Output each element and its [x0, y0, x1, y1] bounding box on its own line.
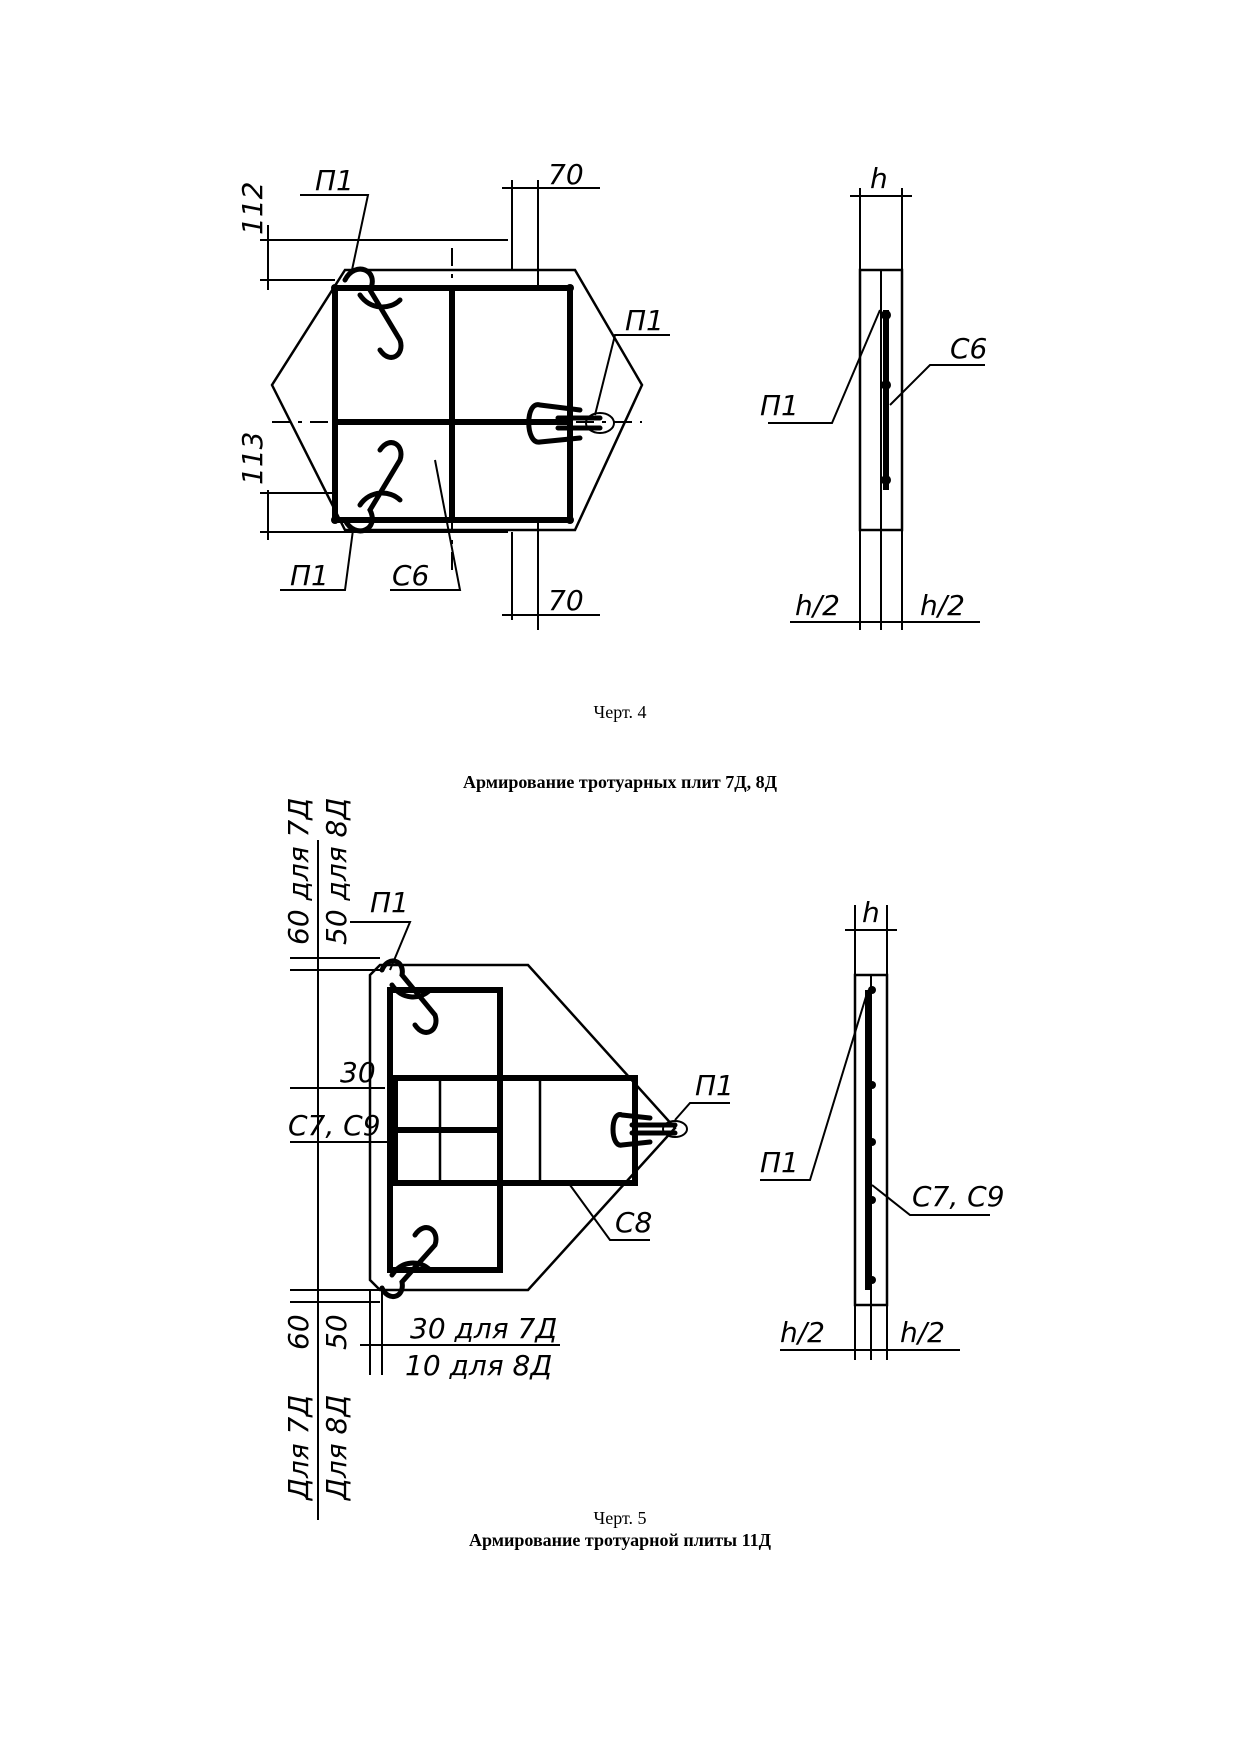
- label-dim-50: 50: [320, 1314, 353, 1350]
- label-section-h2-left: h/2: [795, 589, 840, 622]
- rebar-dot: [868, 1276, 876, 1284]
- leader-p1-right: [594, 334, 670, 416]
- label-dim-113: 113: [236, 432, 269, 485]
- fig5-section-drawing: h П1 С7, С9 h/2 h/2: [760, 896, 1005, 1360]
- loop-p1-bottom: [342, 440, 404, 534]
- label-for-7d: Для 7Д: [282, 1395, 315, 1502]
- label-section-p1: П1: [760, 1146, 799, 1179]
- loop-p1-top: [379, 958, 439, 1035]
- rebar-dot: [868, 1196, 876, 1204]
- node-dot: [566, 284, 574, 292]
- label-section-c6: С6: [950, 332, 987, 365]
- label-section-h2-right: h/2: [900, 1316, 945, 1349]
- leader-p1-bottom: [280, 529, 354, 591]
- caption-fig5: Черт. 5: [593, 1508, 647, 1528]
- leader-section-c6: [889, 364, 985, 406]
- rebar-dot: [881, 310, 891, 320]
- loop-p1-right-end: [585, 412, 615, 434]
- fig5-plan-drawing: 60 для 7Д 50 для 8Д П1 30 С7, С9 П1 С8 6…: [282, 798, 734, 1520]
- loop-p1-right: [526, 402, 603, 445]
- rebar-dot: [868, 986, 876, 994]
- fig4-plan-drawing: П1 П1 П1 С6 112 113 70 70: [236, 158, 670, 630]
- label-dim-70-bottom: 70: [548, 584, 584, 617]
- leader-p1-top: [300, 194, 370, 271]
- label-p1-top: П1: [370, 886, 409, 919]
- loop-p1-bottom: [379, 1225, 439, 1299]
- leader-section-p1: [760, 989, 869, 1181]
- label-section-h: h: [870, 162, 888, 195]
- leader-section-c7c9: [871, 1184, 990, 1216]
- loop-p1-top: [342, 266, 404, 360]
- label-c6: С6: [392, 559, 429, 592]
- loop-p1-right-end: [662, 1120, 688, 1138]
- label-dim-30-7d: 30 для 7Д: [410, 1312, 557, 1345]
- label-p1-right: П1: [695, 1069, 734, 1102]
- leader-c6: [390, 459, 462, 591]
- label-dim-60: 60: [282, 1314, 315, 1350]
- label-dim-112: 112: [236, 182, 269, 235]
- slab-outline: [368, 963, 677, 1292]
- node-dot: [566, 516, 574, 524]
- label-for-8d: Для 8Д: [320, 1395, 353, 1502]
- title-7d-8d: Армирование тротуарных плит 7Д, 8Д: [463, 772, 777, 792]
- leader-section-p1: [768, 309, 881, 424]
- leader-p1-right: [674, 1102, 730, 1121]
- label-dim-10-8d: 10 для 8Д: [405, 1349, 552, 1382]
- leader-p1-top: [350, 921, 412, 971]
- label-section-h: h: [862, 896, 880, 929]
- label-p1-top: П1: [315, 164, 354, 197]
- rebar-dot: [881, 475, 891, 485]
- slab-outline: [270, 268, 644, 532]
- label-c7c9: С7, С9: [288, 1109, 381, 1142]
- caption-fig4: Черт. 4: [593, 702, 647, 722]
- label-dim-50-8d: 50 для 8Д: [320, 798, 353, 945]
- rebar-dot: [881, 380, 891, 390]
- label-section-h2-left: h/2: [780, 1316, 825, 1349]
- node-dot: [331, 284, 339, 292]
- loop-p1-right: [610, 1112, 678, 1148]
- rebar-dot: [868, 1081, 876, 1089]
- label-c8: С8: [615, 1206, 652, 1239]
- node-dot: [331, 516, 339, 524]
- label-dim-60-7d: 60 для 7Д: [282, 798, 315, 945]
- label-p1-bottom: П1: [290, 559, 329, 592]
- label-dim-30: 30: [340, 1056, 376, 1089]
- label-dim-70-top: 70: [548, 158, 584, 191]
- label-section-h2-right: h/2: [920, 589, 965, 622]
- leader-c8: [569, 1184, 650, 1241]
- label-p1-right: П1: [625, 304, 664, 337]
- fig4-section-drawing: h П1 С6 h/2 h/2: [760, 162, 987, 630]
- label-section-p1: П1: [760, 389, 799, 422]
- label-section-c7c9: С7, С9: [912, 1180, 1005, 1213]
- rebar-dot: [868, 1138, 876, 1146]
- title-11d: Армирование тротуарной плиты 11Д: [469, 1530, 771, 1550]
